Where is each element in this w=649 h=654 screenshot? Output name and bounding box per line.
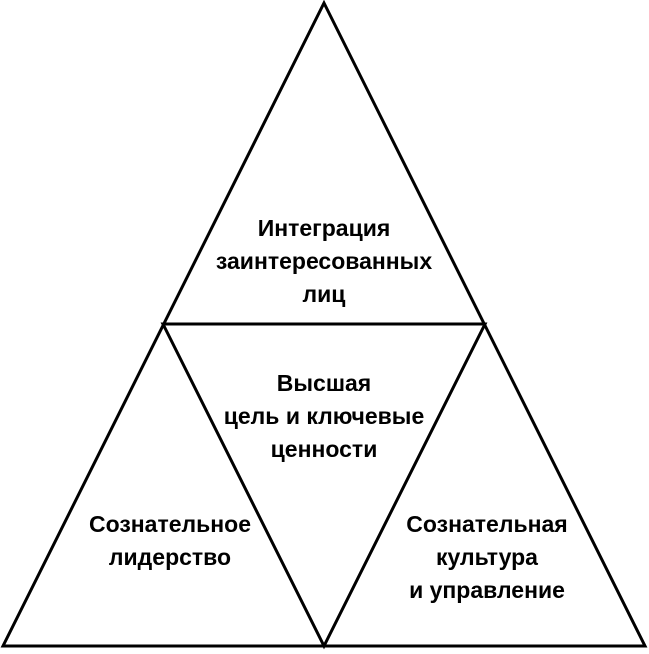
section-label-line: культура [436, 544, 538, 570]
section-label-line: Сознательная [406, 511, 568, 537]
section-label-line: заинтересованных [215, 248, 433, 274]
section-label-line: ценности [270, 436, 378, 462]
section-label-stakeholder-integration: Интеграция заинтересованных лиц [216, 212, 432, 311]
section-label-line: Интеграция [257, 215, 391, 241]
section-label-conscious-leadership: Сознательное лидерство [89, 508, 251, 574]
section-label-line: и управление [409, 577, 565, 603]
section-label-line: цель и ключевые [223, 403, 425, 429]
section-label-line: лиц [302, 281, 346, 307]
section-label-line: Высшая [276, 370, 372, 396]
inner-inverted-triangle-shape [160, 322, 488, 650]
section-label-line: лидерство [108, 544, 232, 570]
section-label-line: Сознательное [88, 511, 252, 537]
section-label-conscious-culture: Сознательная культура и управление [406, 508, 567, 607]
section-label-higher-purpose: Высшая цель и ключевые ценности [224, 367, 425, 466]
